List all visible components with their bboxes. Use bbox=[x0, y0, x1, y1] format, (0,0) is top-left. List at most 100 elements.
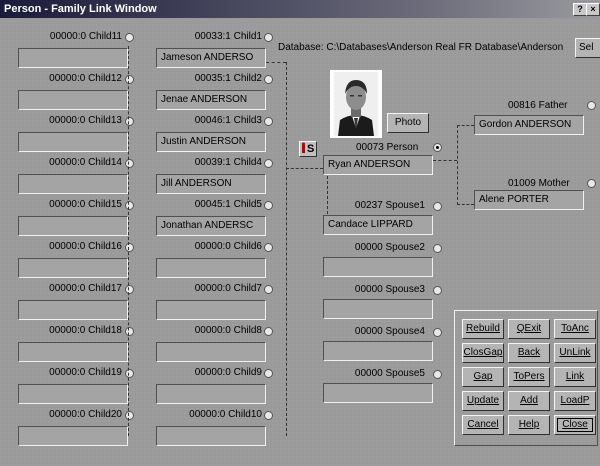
child-id-label: 00000:0 Child19 bbox=[49, 367, 122, 378]
child-id-label: 00035:1 Child2 bbox=[194, 73, 262, 84]
close-button[interactable]: Close bbox=[554, 415, 596, 435]
child-name-field[interactable] bbox=[18, 258, 128, 278]
person-id-label: 00073 Person bbox=[356, 142, 419, 153]
spouse-name-field[interactable] bbox=[323, 257, 433, 277]
child-name-field[interactable] bbox=[18, 48, 128, 68]
father-name-field[interactable]: Gordon ANDERSON bbox=[474, 115, 584, 135]
surety-badge[interactable]: S bbox=[299, 141, 317, 157]
child-id-label: 00000:0 Child9 bbox=[194, 367, 262, 378]
spouse-name-field[interactable] bbox=[323, 299, 433, 319]
child-id-label: 00000:0 Child7 bbox=[194, 283, 262, 294]
child-radio[interactable] bbox=[264, 243, 273, 252]
help-button[interactable]: Help bbox=[508, 415, 550, 435]
child-radio[interactable] bbox=[264, 369, 273, 378]
child-radio[interactable] bbox=[264, 411, 273, 420]
spouse-name-field[interactable]: Candace LIPPARD bbox=[323, 215, 433, 235]
close-titlebar-button[interactable]: × bbox=[586, 3, 600, 16]
child-radio[interactable] bbox=[264, 33, 273, 42]
toanc-button[interactable]: ToAnc bbox=[554, 319, 596, 339]
child-name-field[interactable]: Jonathan ANDERSC bbox=[156, 216, 266, 236]
child-id-label: 00000:0 Child20 bbox=[49, 409, 122, 420]
child-name-field[interactable] bbox=[18, 174, 128, 194]
child-radio[interactable] bbox=[125, 243, 134, 252]
child-id-label: 00039:1 Child4 bbox=[194, 157, 262, 168]
child-radio[interactable] bbox=[264, 327, 273, 336]
title-bar: Person - Family Link Window ? × bbox=[0, 0, 600, 18]
child-name-field[interactable] bbox=[156, 342, 266, 362]
person-photo bbox=[330, 70, 382, 138]
spouse-radio[interactable] bbox=[433, 244, 442, 253]
child-name-field[interactable] bbox=[156, 300, 266, 320]
gap-button[interactable]: Gap bbox=[462, 367, 504, 387]
child-radio[interactable] bbox=[125, 285, 134, 294]
link-button[interactable]: Link bbox=[554, 367, 596, 387]
mother-name-field[interactable]: Alene PORTER bbox=[474, 190, 584, 210]
back-button[interactable]: Back bbox=[508, 343, 550, 363]
photo-button[interactable]: Photo bbox=[387, 113, 429, 133]
father-radio[interactable] bbox=[587, 101, 596, 110]
person-radio[interactable] bbox=[433, 143, 442, 152]
spouse-radio[interactable] bbox=[433, 286, 442, 295]
topers-button[interactable]: ToPers bbox=[508, 367, 550, 387]
child-name-field[interactable] bbox=[18, 384, 128, 404]
child-name-field[interactable] bbox=[18, 90, 128, 110]
add-button[interactable]: Add bbox=[508, 391, 550, 411]
child-name-field[interactable] bbox=[18, 132, 128, 152]
father-id-label: 00816 Father bbox=[508, 100, 568, 111]
child-radio[interactable] bbox=[264, 75, 273, 84]
child-name-field[interactable] bbox=[156, 384, 266, 404]
spouse-name-field[interactable] bbox=[323, 341, 433, 361]
child-radio[interactable] bbox=[125, 75, 134, 84]
person-name-field[interactable]: Ryan ANDERSON bbox=[323, 155, 433, 175]
child-radio[interactable] bbox=[264, 117, 273, 126]
spouse-radio[interactable] bbox=[433, 328, 442, 337]
child-name-field[interactable] bbox=[156, 258, 266, 278]
child-radio[interactable] bbox=[264, 285, 273, 294]
child-id-label: 00000:0 Child14 bbox=[49, 157, 122, 168]
cancel-button[interactable]: Cancel bbox=[462, 415, 504, 435]
closgap-button[interactable]: ClosGap bbox=[462, 343, 504, 363]
child-id-label: 00000:0 Child15 bbox=[49, 199, 122, 210]
loadp-button[interactable]: LoadP bbox=[554, 391, 596, 411]
rebuild-button[interactable]: Rebuild bbox=[462, 319, 504, 339]
mother-radio[interactable] bbox=[587, 179, 596, 188]
spouse-id-label: 00000 Spouse5 bbox=[354, 368, 425, 379]
child-id-label: 00000:0 Child11 bbox=[49, 31, 122, 42]
badge-letter: S bbox=[307, 143, 315, 155]
child-radio[interactable] bbox=[125, 369, 134, 378]
child-id-label: 00000:0 Child8 bbox=[194, 325, 262, 336]
qexit-button[interactable]: QExit bbox=[508, 319, 550, 339]
child-name-field[interactable] bbox=[18, 426, 128, 446]
select-button[interactable]: Sel bbox=[575, 38, 600, 58]
child-name-field[interactable]: Jill ANDERSON bbox=[156, 174, 266, 194]
child-name-field[interactable]: Jameson ANDERSO bbox=[156, 48, 266, 68]
child-id-label: 00000:0 Child10 bbox=[189, 409, 262, 420]
child-name-field[interactable] bbox=[156, 426, 266, 446]
child-id-label: 00000:0 Child6 bbox=[194, 241, 262, 252]
child-name-field[interactable]: Jenae ANDERSON bbox=[156, 90, 266, 110]
child-id-label: 00000:0 Child18 bbox=[49, 325, 122, 336]
child-radio[interactable] bbox=[125, 159, 134, 168]
child-name-field[interactable]: Justin ANDERSON bbox=[156, 132, 266, 152]
child-id-label: 00000:0 Child16 bbox=[49, 241, 122, 252]
child-id-label: 00045:1 Child5 bbox=[194, 199, 262, 210]
help-titlebar-button[interactable]: ? bbox=[573, 3, 587, 16]
child-radio[interactable] bbox=[125, 33, 134, 42]
child-name-field[interactable] bbox=[18, 342, 128, 362]
spouse-name-field[interactable] bbox=[323, 383, 433, 403]
child-radio[interactable] bbox=[264, 159, 273, 168]
update-button[interactable]: Update bbox=[462, 391, 504, 411]
child-radio[interactable] bbox=[125, 411, 134, 420]
child-name-field[interactable] bbox=[18, 216, 128, 236]
child-radio[interactable] bbox=[125, 201, 134, 210]
child-radio[interactable] bbox=[125, 327, 134, 336]
child-name-field[interactable] bbox=[18, 300, 128, 320]
child-radio[interactable] bbox=[125, 117, 134, 126]
spouse-id-label: 00237 Spouse1 bbox=[354, 200, 425, 211]
child-radio[interactable] bbox=[264, 201, 273, 210]
spouse-radio[interactable] bbox=[433, 202, 442, 211]
spouse-radio[interactable] bbox=[433, 370, 442, 379]
unlink-button[interactable]: UnLink bbox=[554, 343, 596, 363]
